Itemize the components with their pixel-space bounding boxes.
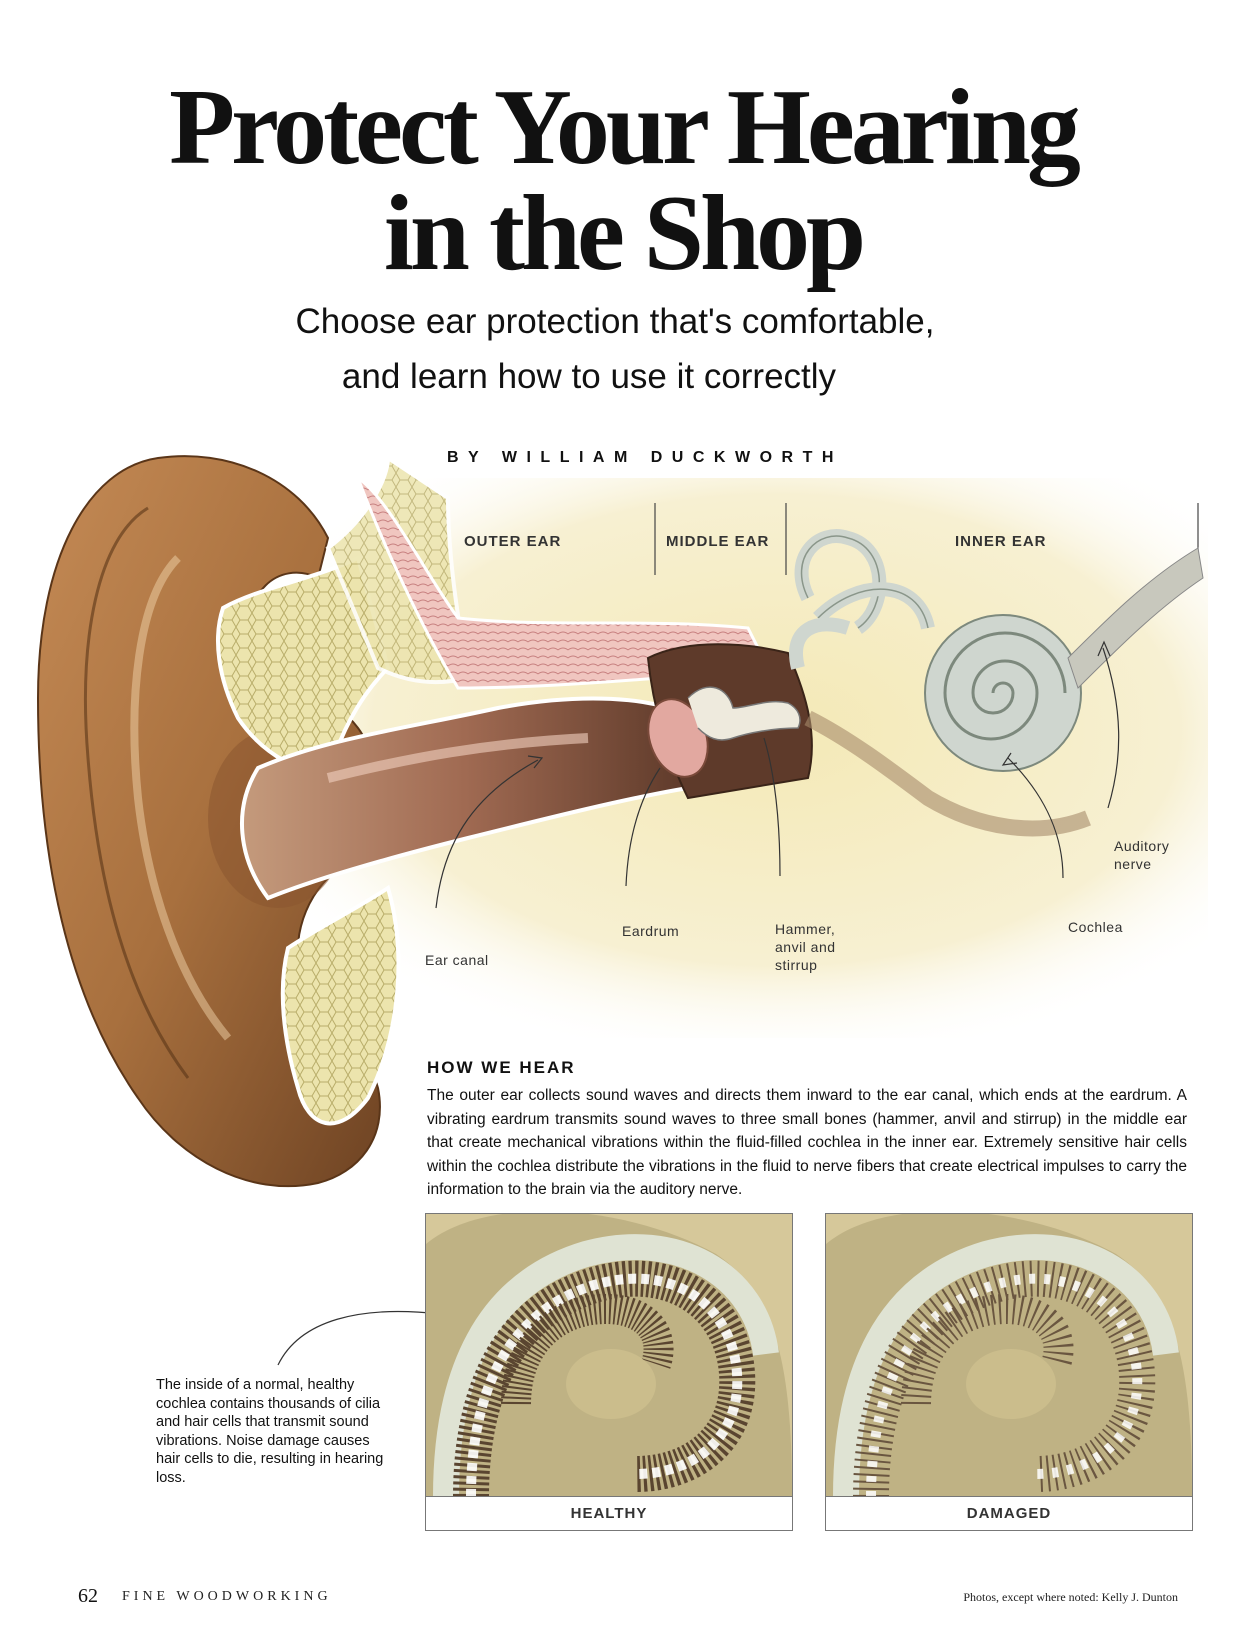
caption-leader-line bbox=[277, 1310, 441, 1366]
how-we-hear-heading: HOW WE HEAR bbox=[427, 1058, 576, 1077]
auditory-nerve-callout: Auditory nerve bbox=[1114, 838, 1170, 872]
how-we-hear-body: The outer ear collects sound waves and d… bbox=[427, 1087, 1187, 1198]
hammer-anvil-stirrup-callout: Hammer, anvil and stirrup bbox=[775, 921, 836, 973]
deck-line-2: and learn how to use it correctly bbox=[341, 357, 837, 396]
title-line-1: Protect Your Hearing bbox=[169, 68, 1081, 187]
page-number: 62 bbox=[78, 1585, 98, 1607]
healthy-cochlea-image bbox=[426, 1214, 792, 1497]
photo-credit: Photos, except where noted: Kelly J. Dun… bbox=[963, 1590, 1178, 1604]
cochlea-callout: Cochlea bbox=[1068, 919, 1123, 935]
damaged-cochlea-image bbox=[826, 1214, 1192, 1497]
damaged-cochlea-panel: DAMAGED bbox=[825, 1213, 1193, 1531]
ear-canal-callout: Ear canal bbox=[425, 952, 489, 968]
cochlea-caption: The inside of a normal, healthy cochlea … bbox=[156, 1377, 384, 1486]
middle-ear-label: MIDDLE EAR bbox=[666, 533, 770, 550]
byline: BY WILLIAM DUCKWORTH bbox=[447, 449, 843, 466]
outer-ear-label: OUTER EAR bbox=[464, 533, 562, 550]
title-line-2: in the Shop bbox=[383, 174, 866, 293]
ear-anatomy-illustration bbox=[36, 454, 1208, 1188]
damaged-label: DAMAGED bbox=[826, 1496, 1192, 1530]
eardrum-callout: Eardrum bbox=[622, 923, 680, 939]
inner-ear-label: INNER EAR bbox=[955, 533, 1047, 550]
magazine-name: FINE WOODWORKING bbox=[122, 1589, 332, 1604]
deck-line-1: Choose ear protection that's comfortable… bbox=[295, 302, 935, 341]
healthy-label: HEALTHY bbox=[426, 1496, 792, 1530]
healthy-cochlea-panel: HEALTHY bbox=[425, 1213, 793, 1531]
